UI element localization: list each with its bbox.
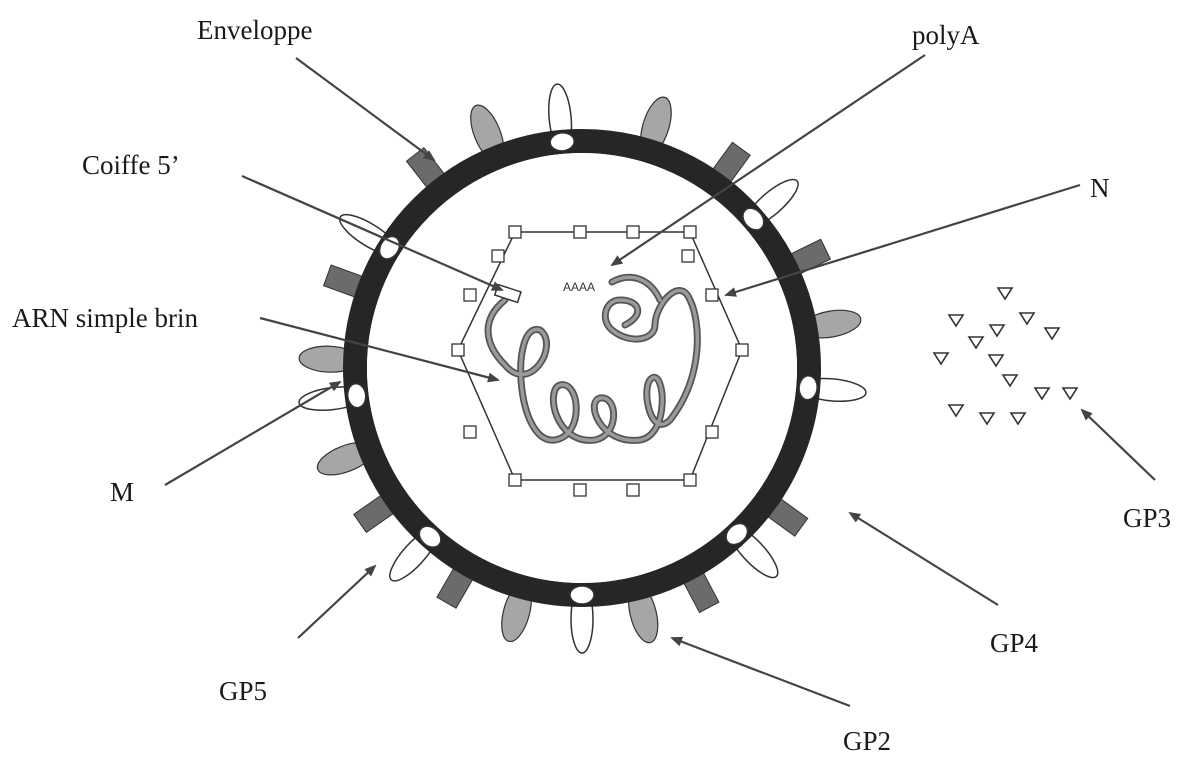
capsid-subunit-icon	[509, 226, 521, 238]
label-coiffe: Coiffe 5’	[82, 150, 180, 180]
gp3-triangle-icon	[1045, 328, 1059, 339]
m-protein	[570, 586, 594, 604]
capsid-subunit-icon	[706, 426, 718, 438]
gp3-triangle-icon	[990, 325, 1004, 336]
label-gp5: GP5	[219, 676, 267, 706]
label-gp2: GP2	[843, 726, 891, 756]
virion-interior	[367, 153, 797, 583]
label-gp3: GP3	[1123, 503, 1171, 533]
arrow-gp2	[672, 638, 850, 706]
gp3-triangle-icon	[1020, 313, 1034, 324]
capsid-subunit-icon	[627, 226, 639, 238]
capsid-subunit-icon	[706, 289, 718, 301]
gp3-triangle-icon	[998, 288, 1012, 299]
gp3-triangle-icon	[989, 355, 1003, 366]
polya-sequence: AAAA	[563, 280, 595, 294]
capsid-subunit-icon	[736, 344, 748, 356]
capsid-subunit-icon	[684, 226, 696, 238]
capsid-subunit-icon	[452, 344, 464, 356]
capsid-subunit-icon	[574, 484, 586, 496]
label-m: M	[110, 477, 134, 507]
capsid-subunit-icon	[574, 226, 586, 238]
gp3-triangle-icon	[1035, 388, 1049, 399]
gp3-proteins	[934, 288, 1077, 424]
m-protein-oval	[570, 586, 594, 604]
capsid-subunit-icon	[509, 474, 521, 486]
gp3-triangle-icon	[1011, 413, 1025, 424]
label-polya: polyA	[912, 20, 980, 50]
gp3-triangle-icon	[1063, 388, 1077, 399]
capsid-subunit-icon	[627, 484, 639, 496]
arrow-envelope	[296, 58, 434, 160]
gp3-triangle-icon	[980, 413, 994, 424]
arrow-gp4	[850, 513, 998, 605]
gp3-triangle-icon	[934, 353, 948, 364]
arrow-m	[165, 382, 340, 485]
capsid-subunit-icon	[682, 250, 694, 262]
arrow-gp5	[298, 566, 375, 638]
label-enveloppe: Enveloppe	[197, 15, 312, 45]
capsid-subunit-icon	[464, 289, 476, 301]
label-arn: ARN simple brin	[12, 303, 198, 333]
gp3-triangle-icon	[1003, 375, 1017, 386]
capsid-subunit-icon	[492, 250, 504, 262]
gp3-triangle-icon	[969, 337, 983, 348]
gp3-triangle-icon	[949, 405, 963, 416]
label-n: N	[1090, 173, 1110, 203]
label-gp4: GP4	[990, 628, 1039, 658]
capsid-subunit-icon	[684, 474, 696, 486]
gp3-triangle-icon	[949, 315, 963, 326]
arrow-gp3	[1082, 410, 1155, 480]
capsid-subunit-icon	[464, 426, 476, 438]
